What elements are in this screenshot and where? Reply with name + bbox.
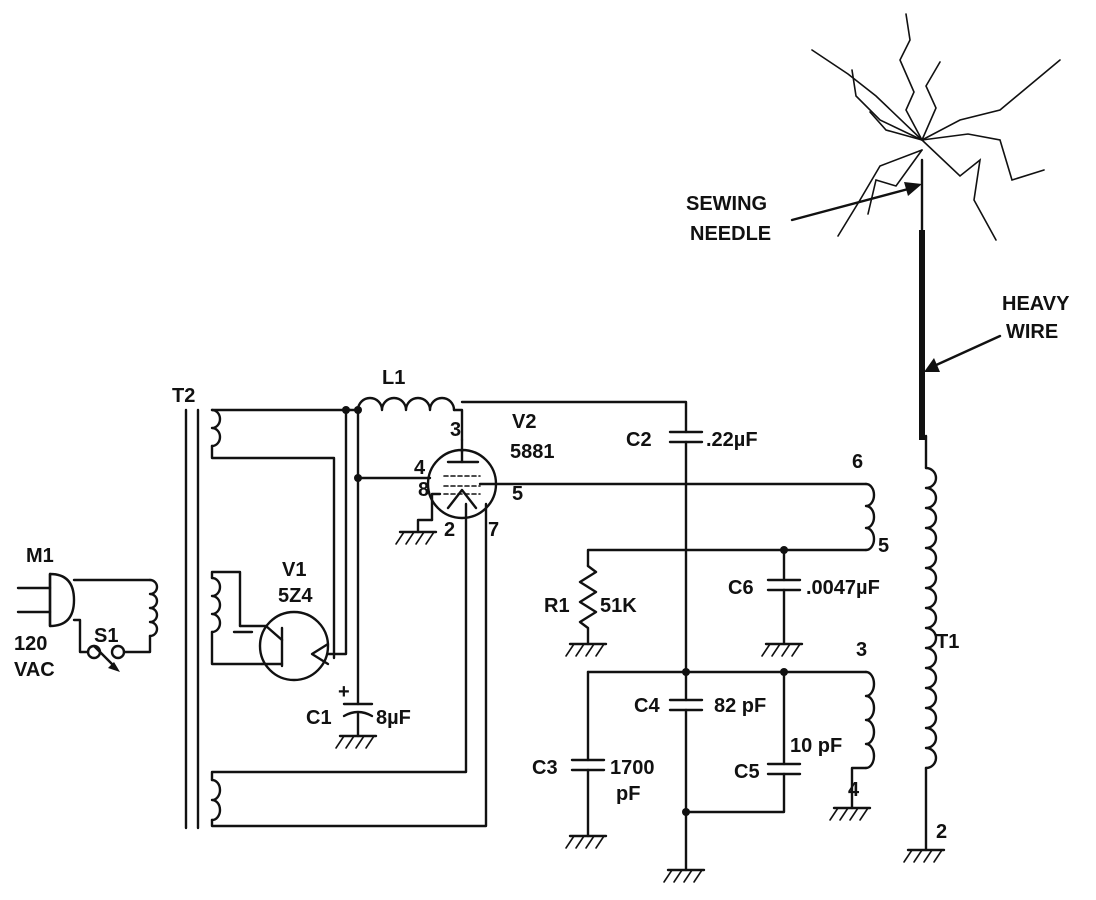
spark-discharge — [811, 13, 1061, 241]
label-v2-type: 5881 — [510, 441, 555, 463]
label-wire: WIRE — [1006, 321, 1058, 343]
label-l1: L1 — [382, 367, 405, 389]
label-c4-value: 82 pF — [714, 695, 766, 717]
label-c1-value: 8µF — [376, 707, 411, 729]
inductor-l1 — [356, 396, 464, 442]
label-c3-value: 1700 — [610, 757, 655, 779]
label-c6: C6 — [728, 577, 754, 599]
b-plus-bus — [342, 406, 432, 482]
label-pin7: 7 — [488, 519, 499, 541]
label-t1-pin4: 4 — [848, 779, 860, 801]
label-t1-pin2: 2 — [936, 821, 947, 843]
label-c1: C1 — [306, 707, 332, 729]
label-heavy: HEAVY — [1002, 293, 1070, 315]
label-t1-pin6: 6 — [852, 451, 863, 473]
label-needle: NEEDLE — [690, 223, 771, 245]
label-t1-pin5: 5 — [878, 535, 889, 557]
label-t2: T2 — [172, 385, 195, 407]
label-vac: VAC — [14, 659, 55, 681]
tube-v1 — [232, 408, 348, 682]
feedback-winding — [586, 482, 876, 568]
label-c2-value: .22µF — [706, 429, 758, 451]
transformer-t2 — [184, 408, 488, 830]
coil-t1 — [902, 434, 946, 864]
label-pin4: 4 — [414, 457, 426, 479]
plate-wiring — [460, 400, 704, 674]
label-pin5: 5 — [512, 483, 523, 505]
tank-network — [564, 668, 876, 884]
capacitor-c1 — [334, 408, 378, 750]
tube-v2 — [394, 438, 868, 546]
label-pin3: 3 — [450, 419, 461, 441]
mains-wiring — [72, 578, 159, 654]
label-c3: C3 — [532, 757, 558, 779]
label-c1-plus: + — [338, 681, 350, 703]
label-v1: V1 — [282, 559, 306, 581]
label-v1-type: 5Z4 — [278, 585, 313, 607]
switch-s1 — [86, 644, 126, 672]
label-t1: T1 — [936, 631, 959, 653]
label-c4: C4 — [634, 695, 660, 717]
label-s1: S1 — [94, 625, 118, 647]
capacitor-c6 — [760, 548, 804, 658]
label-sewing: SEWING — [686, 193, 767, 215]
label-c2: C2 — [626, 429, 652, 451]
label-c3-unit: pF — [616, 783, 640, 805]
label-v2: V2 — [512, 411, 536, 433]
label-120: 120 — [14, 633, 47, 655]
label-c5: C5 — [734, 761, 760, 783]
label-pin8: 8 — [418, 479, 429, 501]
label-t1-pin3: 3 — [856, 639, 867, 661]
needle-arrow — [790, 182, 922, 222]
label-m1: M1 — [26, 545, 54, 567]
label-r1-value: 51K — [600, 595, 637, 617]
label-r1: R1 — [544, 595, 570, 617]
label-c5-value: 10 pF — [790, 735, 842, 757]
label-c6-value: .0047µF — [806, 577, 880, 599]
wire-arrow — [924, 334, 1002, 372]
resistor-r1 — [564, 564, 608, 658]
label-pin2: 2 — [444, 519, 455, 541]
plug-m1 — [16, 572, 76, 628]
